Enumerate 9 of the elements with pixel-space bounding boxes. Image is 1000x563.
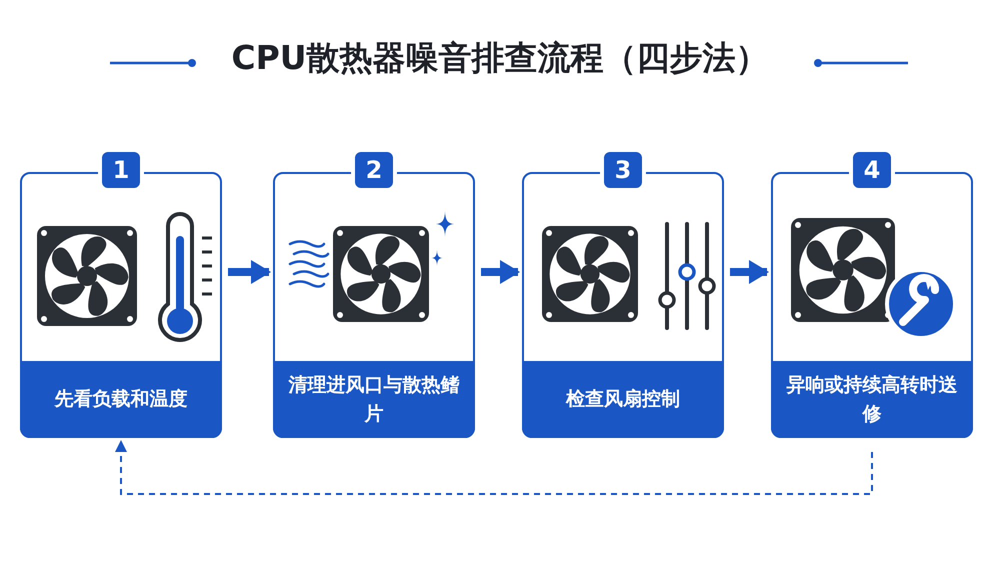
step-label: 异响或持续高转时送修	[771, 361, 973, 438]
dashed-return-arrow	[115, 440, 873, 495]
arrow	[730, 260, 769, 284]
title: CPU散热器噪音排查流程（四步法）	[230, 37, 770, 79]
step-label: 清理进风口与散热鳍片	[273, 361, 475, 438]
step-label: 检查风扇控制	[522, 361, 724, 438]
step-label: 先看负载和温度	[20, 361, 222, 438]
arrow	[481, 260, 520, 284]
arrow	[228, 260, 271, 284]
